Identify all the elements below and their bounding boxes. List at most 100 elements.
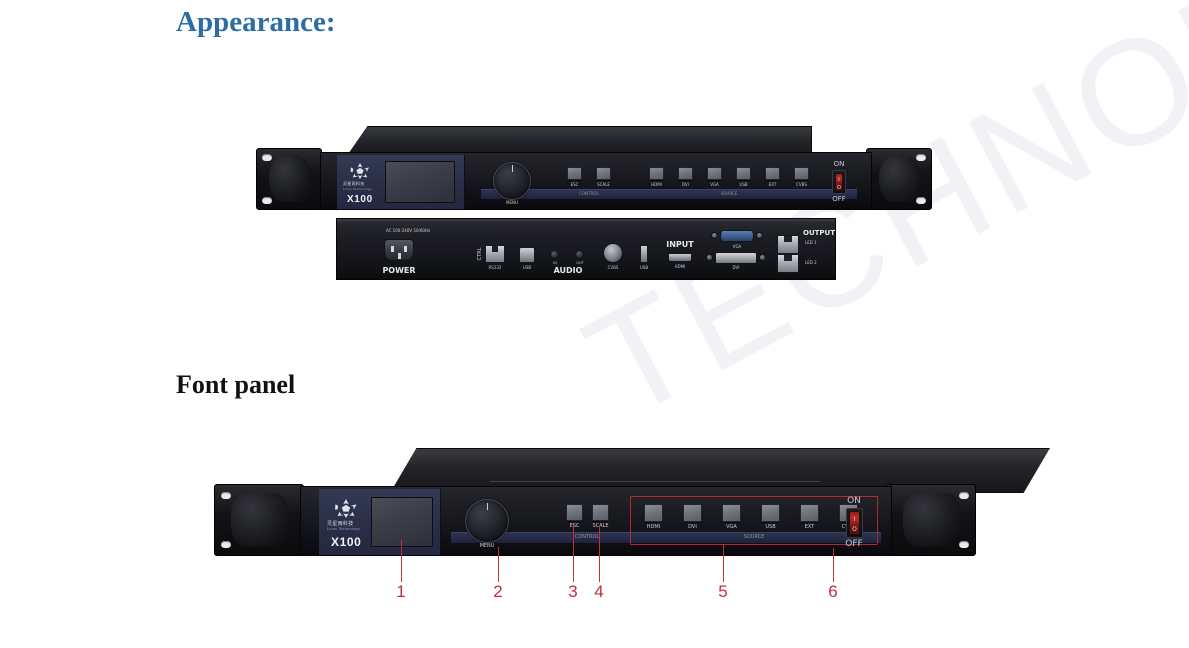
source-group-annotation-box [630, 496, 878, 545]
source-group-label-appearance: SOURCE [720, 191, 738, 196]
button-dvi-label-appearance: DVI [682, 182, 689, 187]
button-hdmi-front[interactable] [644, 504, 663, 522]
button-esc-label-appearance: ESC [570, 182, 579, 187]
button-hdmi-appearance[interactable] [649, 167, 664, 180]
power-switch-appearance[interactable]: I O [835, 173, 843, 191]
input-dvi-screw-right-appearance [759, 254, 766, 261]
button-usb-label-appearance: USB [739, 182, 748, 187]
chassis-seam-front [490, 481, 820, 482]
input-group-label-appearance: INPUT [666, 240, 694, 249]
power-switch-frame-appearance: I O [832, 170, 846, 194]
device-model-appearance: X100 [347, 194, 373, 205]
front-panel-appearance: 灵星雨科技 Linsn Technology X100 MENU ESC SCA… [320, 152, 872, 210]
brand-plate-front: 灵星雨科技 Linsn Technology X100 [319, 489, 441, 555]
input-dvi-screw-left-appearance [706, 254, 713, 261]
rack-handle-right-front [902, 493, 961, 547]
power-switch-front[interactable]: I O [849, 511, 860, 535]
button-vga-front[interactable] [722, 504, 741, 522]
callout-line-6 [833, 548, 834, 582]
button-dvi-appearance[interactable] [678, 167, 693, 180]
rack-slot-top-right-front [959, 492, 969, 499]
input-vga-port-appearance [720, 230, 754, 242]
power-rating-label-appearance: AC 100-240V 50/60Hz [385, 228, 431, 233]
rack-slot-bottom-left-appearance [262, 197, 272, 204]
input-vga-label-appearance: VGA [732, 244, 742, 249]
source-group-label-front: SOURCE [743, 534, 765, 540]
control-group-label-appearance: CONTROL [579, 191, 599, 196]
input-cvbs-label-appearance: CVBS [607, 265, 619, 270]
menu-knob-label-appearance: MENU [506, 200, 518, 205]
output-led1-port-appearance [777, 235, 799, 254]
menu-knob-appearance[interactable] [493, 162, 531, 200]
callout-number-3: 3 [568, 582, 578, 601]
power-inlet-pin-left-appearance [391, 246, 394, 252]
audio-out-label-appearance: OUT [576, 261, 584, 265]
callout-line-5 [723, 544, 724, 582]
button-scale-appearance[interactable] [596, 167, 611, 180]
power-on-label-appearance: ON [833, 160, 845, 168]
rack-ear-right-front [886, 484, 976, 556]
callout-line-3 [573, 525, 574, 582]
rack-slot-bottom-right-front [959, 541, 969, 548]
button-dvi-label-front: DVI [688, 524, 697, 530]
rack-handle-left-front [230, 493, 289, 547]
brand-plate-appearance: 灵星雨科技 Linsn Technology X100 [337, 155, 465, 209]
output-led2-label-appearance: LED 2 [805, 260, 817, 265]
brand-name-cn-front: 灵星雨科技 [327, 521, 354, 527]
ctrl-usb-port-appearance [519, 247, 535, 263]
rack-slot-top-left-front [221, 492, 231, 499]
rack-ear-left-appearance [256, 148, 322, 210]
power-label-appearance: POWER [382, 266, 416, 275]
label-band-front [451, 532, 881, 543]
page-title-appearance: Appearance: [176, 6, 336, 38]
button-esc-appearance[interactable] [567, 167, 582, 180]
lcd-display-front [371, 497, 433, 547]
power-symbol-off-front: O [852, 526, 857, 533]
button-vga-label-appearance: VGA [710, 182, 719, 187]
button-ext-appearance[interactable] [765, 167, 780, 180]
button-usb-appearance[interactable] [736, 167, 751, 180]
lcd-display-appearance [385, 161, 455, 203]
rack-ear-left-front [214, 484, 304, 556]
input-vga-screw-right-appearance [756, 232, 763, 239]
power-symbol-on-appearance: I [838, 177, 840, 183]
input-dvi-port-appearance [715, 252, 757, 264]
control-group-label-front: CONTROL [574, 534, 600, 540]
callout-number-2: 2 [493, 582, 503, 601]
rear-panel-appearance: AC 100-240V 50/60Hz POWER CTRL RS232 USB… [336, 218, 836, 280]
power-inlet-appearance [384, 239, 414, 261]
rack-slot-bottom-left-front [221, 541, 231, 548]
power-on-label-front: ON [847, 496, 861, 506]
button-esc-label-front: ESC [569, 523, 580, 529]
button-hdmi-label-front: HDMI [646, 524, 661, 530]
ctrl-rs232-port-appearance [485, 245, 505, 263]
button-esc-front[interactable] [566, 504, 583, 521]
button-dvi-front[interactable] [683, 504, 702, 522]
callout-line-4 [599, 525, 600, 582]
callout-number-6: 6 [828, 582, 838, 601]
button-ext-label-appearance: EXT [768, 182, 777, 187]
button-scale-label-front: SCALE [592, 523, 609, 529]
label-band-appearance [481, 189, 857, 199]
button-ext-label-front: EXT [804, 524, 815, 530]
button-scale-front[interactable] [592, 504, 609, 521]
rack-slot-top-right-appearance [916, 154, 926, 161]
button-cvbs-appearance[interactable] [794, 167, 809, 180]
output-group-label-appearance: OUTPUT [803, 229, 835, 237]
button-vga-appearance[interactable] [707, 167, 722, 180]
input-dvi-label-appearance: DVI [732, 265, 740, 270]
button-ext-front[interactable] [800, 504, 819, 522]
output-led1-label-appearance: LED 1 [805, 240, 817, 245]
callout-number-1: 1 [396, 582, 406, 601]
brand-name-en-appearance: Linsn Technology [343, 187, 372, 191]
button-usb-label-front: USB [765, 524, 776, 530]
power-switch-frame-front: I O [846, 508, 863, 538]
knob-indicator-front [487, 502, 488, 511]
button-usb-front[interactable] [761, 504, 780, 522]
rear-panel-lip-appearance [337, 219, 835, 223]
callout-line-1 [401, 540, 402, 582]
menu-knob-front[interactable] [465, 499, 509, 543]
ctrl-usb-label-appearance: USB [522, 265, 532, 270]
knob-indicator-appearance [512, 165, 513, 172]
